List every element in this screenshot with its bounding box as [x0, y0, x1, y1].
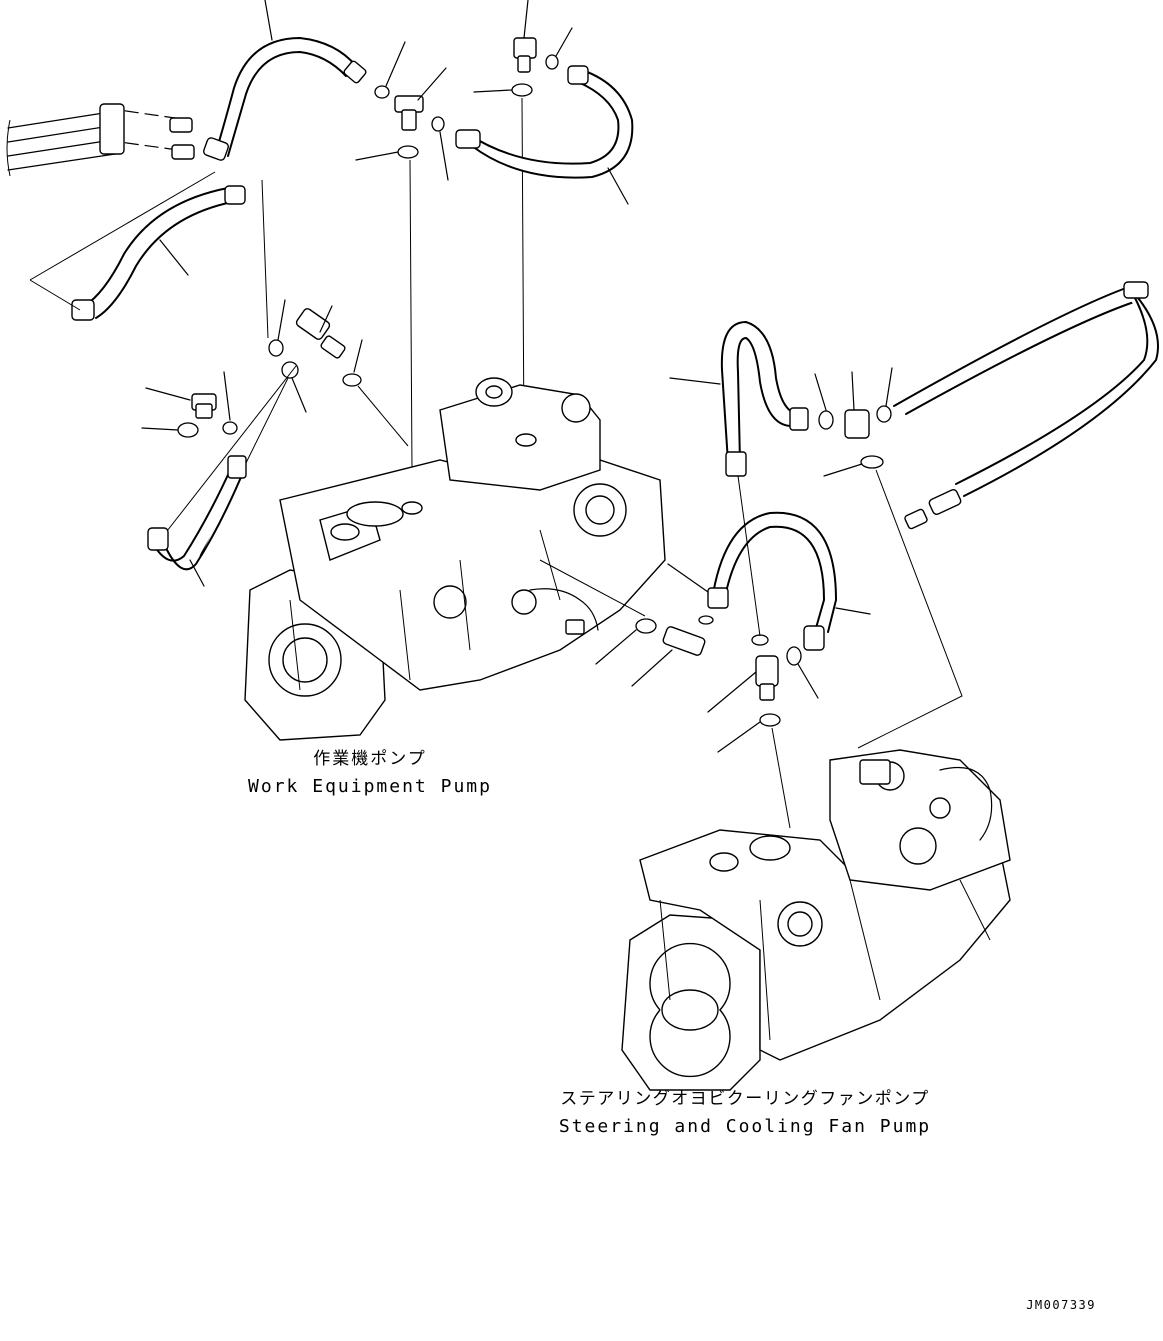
fittings-right-lower	[595, 475, 819, 829]
hose-c	[455, 65, 634, 205]
hose-b	[29, 171, 269, 339]
steering-cooling-fan-pump	[621, 749, 1011, 1091]
hose-f	[667, 511, 871, 651]
hose-d	[147, 455, 247, 587]
work-equipment-pump	[244, 377, 666, 741]
fittings-top-middle	[355, 0, 573, 471]
hose-a	[203, 0, 367, 161]
work-pump-label-en: Work Equipment Pump	[248, 776, 492, 797]
work-pump-label-jp: 作業機ポンプ	[313, 749, 427, 769]
drawing-code: JM007339	[1026, 1298, 1096, 1312]
steering-pump-label-en: Steering and Cooling Fan Pump	[559, 1116, 931, 1137]
steering-pump-label-jp: ステアリングオヨビクーリングファンポンプ	[560, 1089, 930, 1109]
hose-e	[669, 320, 809, 477]
fittings-right-upper	[814, 367, 963, 749]
pipe-bundle-left	[6, 103, 195, 177]
long-pipe-right	[893, 281, 1159, 530]
